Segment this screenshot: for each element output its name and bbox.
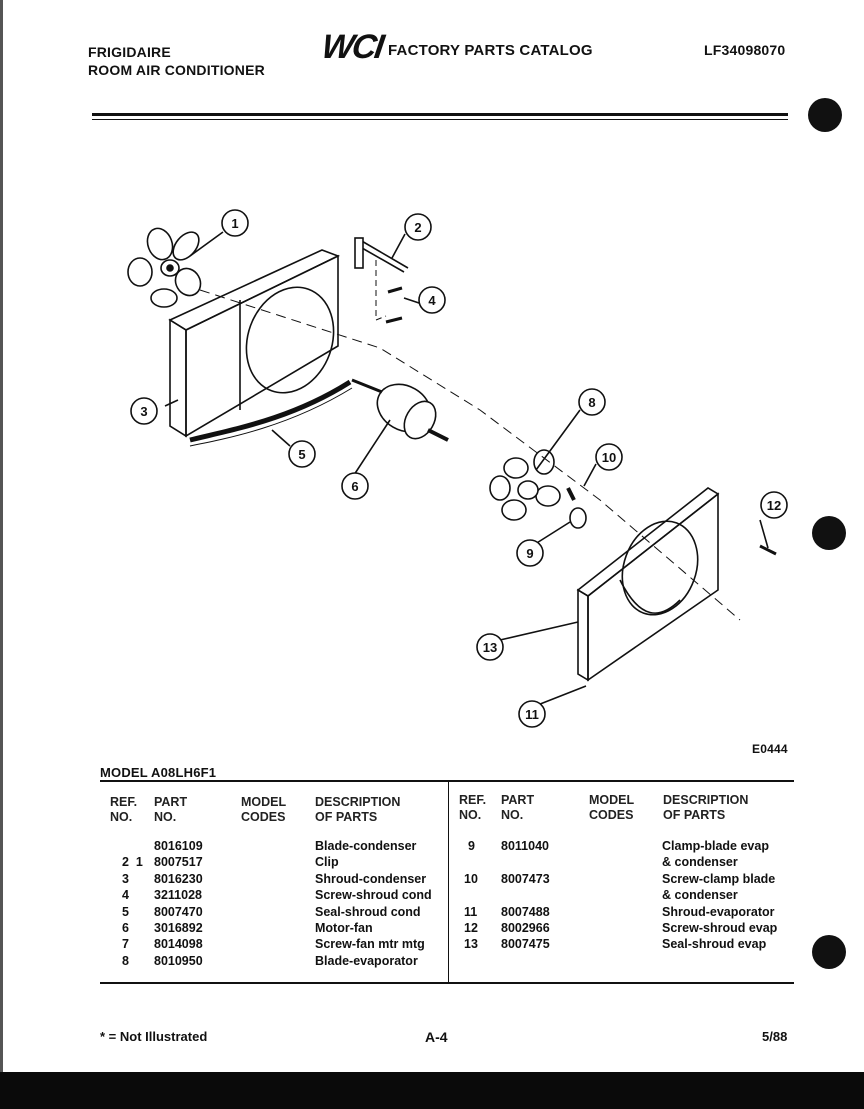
callout-6: 6 [351, 479, 358, 494]
callout-4: 4 [428, 293, 436, 308]
header-ref-right: REF.NO. [459, 793, 487, 822]
callout-9: 9 [526, 546, 533, 561]
part-no: 3211028 [154, 888, 202, 903]
callout-8: 8 [588, 395, 595, 410]
table-rule-top [100, 780, 794, 782]
exploded-parts-diagram: 1 2 3 4 5 6 8 9 10 11 12 13 [127, 209, 788, 728]
table-row: 3 [122, 871, 129, 886]
header-rule-bottom [92, 119, 788, 120]
part-no: 8016230 [154, 871, 203, 886]
punch-hole-bottom [812, 935, 846, 969]
page-number: A-4 [425, 1029, 448, 1045]
part-desc: Screw-shroud evap [662, 921, 778, 935]
callout-10: 10 [602, 450, 616, 465]
part-no: 3016892 [154, 921, 203, 935]
part-no: 8007475 [501, 937, 550, 951]
model-label: MODEL A08LH6F1 [100, 765, 217, 780]
product-name: ROOM AIR CONDITIONER [88, 62, 265, 78]
wci-logo: WCI [319, 28, 385, 66]
table-row: 5 [122, 904, 129, 919]
part-no: 8007488 [501, 905, 550, 919]
part-desc: Shroud-evaporator [662, 905, 775, 919]
revision-date: 5/88 [762, 1029, 788, 1044]
table-row: 7 [122, 937, 129, 952]
punch-hole-top [808, 98, 842, 132]
table-row: 8 [122, 953, 129, 968]
part-desc: Screw-shroud cond [315, 888, 432, 903]
evaporator-blade-drawing [489, 449, 561, 521]
callout-12: 12 [767, 498, 781, 513]
table-row: 6 [122, 921, 129, 935]
part-desc: Screw-fan mtr mtg [315, 937, 425, 952]
part-no: 8010950 [154, 953, 203, 968]
part-desc: Shroud-condenser [315, 871, 427, 886]
part-no: 8014098 [154, 937, 203, 952]
figure-code: E0444 [752, 742, 788, 756]
part-desc: Clamp-blade evap & condenser [662, 839, 769, 870]
scan-bottom-band [0, 1072, 864, 1109]
catalog-number: LF34098070 [704, 42, 786, 58]
table-row: 9 [468, 839, 475, 853]
part-desc: Blade-condenser [315, 839, 417, 853]
table-row: 2 [122, 855, 129, 870]
callout-5: 5 [298, 447, 305, 462]
callout-1: 1 [231, 216, 238, 231]
callout-2: 2 [414, 220, 421, 235]
table-row: 1 [135, 855, 143, 870]
part-desc: Screw-clamp blade & condenser [662, 872, 776, 903]
part-no: 8007473 [501, 872, 550, 886]
condenser-blade-drawing [127, 227, 202, 308]
callout-13: 13 [483, 640, 497, 655]
part-desc: Clip [315, 855, 339, 870]
header-ref-left: REF.NO. [110, 795, 138, 824]
part-no: 8016109 [154, 839, 203, 853]
part-desc: Seal-shroud cond [315, 904, 421, 919]
part-no: 8002966 [501, 921, 550, 935]
callout-11: 11 [525, 707, 539, 722]
catalog-title: FACTORY PARTS CATALOG [388, 42, 593, 59]
condenser-shroud-drawing [168, 249, 341, 438]
punch-hole-middle [812, 516, 846, 550]
footnote: * = Not Illustrated [100, 1029, 208, 1044]
part-desc: Seal-shroud evap [662, 937, 767, 951]
part-no: 8007517 [154, 855, 203, 870]
part-no: 8011040 [501, 839, 549, 853]
callout-3: 3 [140, 404, 147, 419]
brand-name: FRIGIDAIRE [88, 44, 171, 60]
table-row: 10 [464, 872, 478, 886]
part-desc: Motor-fan [315, 921, 373, 935]
table-row: 13 [464, 937, 478, 951]
table-row: 12 [464, 921, 478, 935]
table-row: 4 [122, 888, 129, 903]
header-rule-top [92, 113, 788, 116]
table-row: 11 [464, 905, 478, 919]
scan-edge [0, 0, 3, 1072]
callout-circles [130, 209, 788, 728]
evaporator-shroud-drawing [576, 487, 720, 682]
table-divider [448, 782, 449, 982]
part-no: 8007470 [154, 904, 203, 919]
fan-motor-drawing [351, 378, 449, 442]
part-desc: Blade-evaporator [315, 953, 418, 968]
table-rule-bottom [100, 982, 794, 984]
